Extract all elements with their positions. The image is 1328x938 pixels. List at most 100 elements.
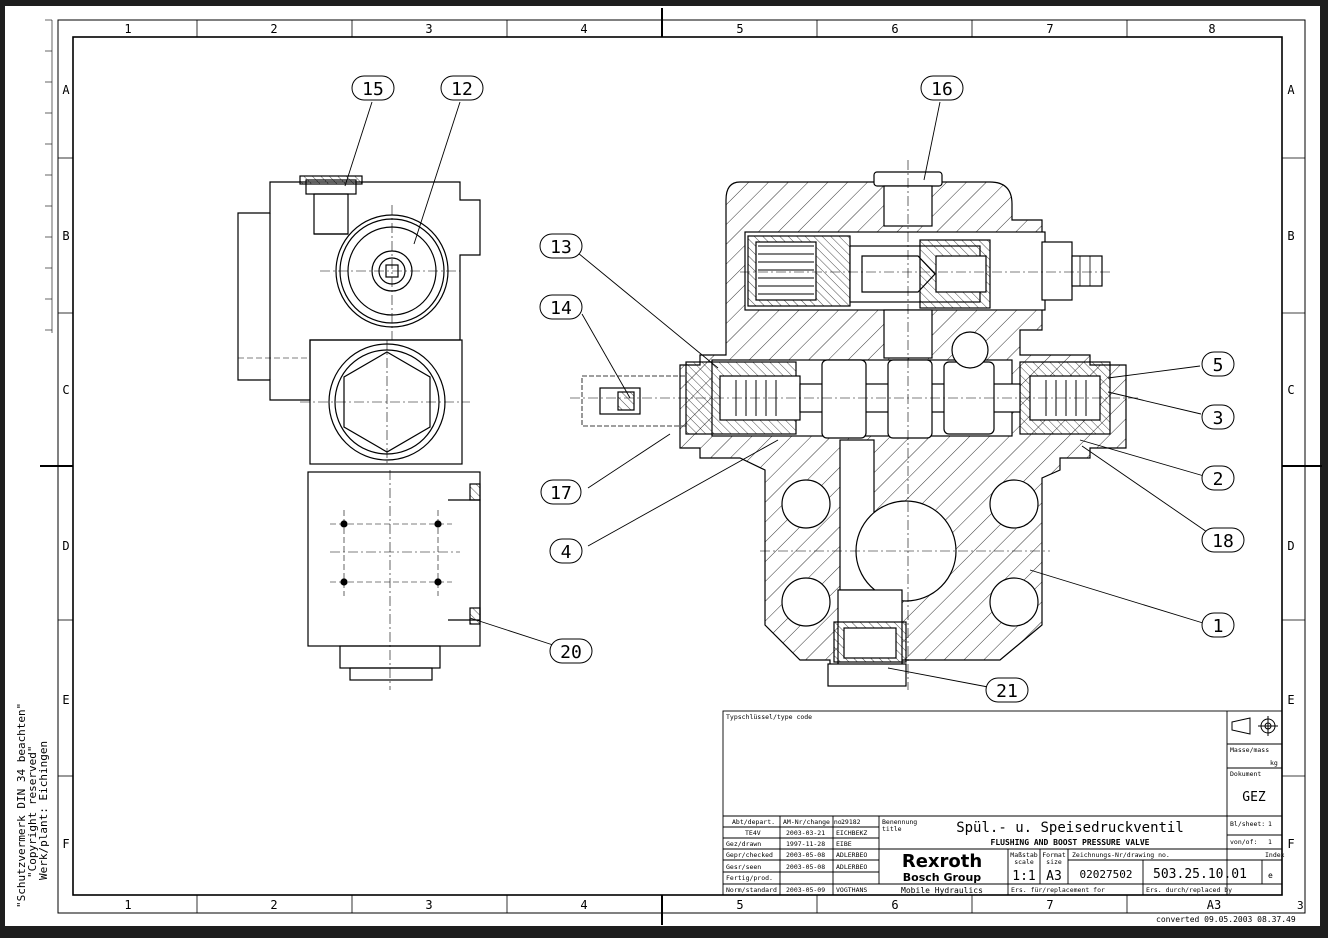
svg-text:20: 20 <box>560 642 582 663</box>
col-label: 6 <box>891 898 898 912</box>
balloon-12: 12 <box>440 75 484 101</box>
svg-text:GEZ: GEZ <box>1242 790 1266 805</box>
svg-text:Gesr/seen: Gesr/seen <box>726 863 761 871</box>
balloon-20: 20 <box>549 638 593 664</box>
svg-text:16: 16 <box>931 79 953 100</box>
svg-text:1: 1 <box>1213 616 1224 637</box>
row-label: C <box>62 383 69 397</box>
svg-text:von/of:: von/of: <box>1230 838 1257 846</box>
col-label: 8 <box>1208 22 1215 36</box>
svg-text:ADLERBEO: ADLERBEO <box>836 863 867 871</box>
col-label: 1 <box>124 898 131 912</box>
col-label: 2 <box>270 22 277 36</box>
svg-text:1:1: 1:1 <box>1012 869 1035 884</box>
svg-text:Index: Index <box>1265 851 1285 859</box>
row-label: A <box>1287 83 1295 97</box>
col-label: 5 <box>736 22 743 36</box>
svg-text:2: 2 <box>1213 469 1224 490</box>
drawing-title-de: Spül.- u. Speisedruckventil <box>956 820 1184 836</box>
svg-text:1997-11-28: 1997-11-28 <box>786 840 825 848</box>
svg-text:3: 3 <box>1213 408 1224 429</box>
leader-lines <box>344 101 1208 688</box>
row-label: E <box>62 693 69 707</box>
row-label: D <box>62 539 69 553</box>
row-label: C <box>1287 383 1294 397</box>
col-label: 7 <box>1046 22 1053 36</box>
svg-text:ADLERBEO: ADLERBEO <box>836 851 867 859</box>
bosch-group-logo: Bosch Group <box>903 871 982 884</box>
svg-text:Ers. durch/replaced by: Ers. durch/replaced by <box>1146 886 1232 894</box>
row-label: B <box>62 229 69 243</box>
row-label: D <box>1287 539 1294 553</box>
col-label: 3 <box>425 22 432 36</box>
balloon-2: 2 <box>1201 465 1235 491</box>
rexroth-logo: Rexroth <box>902 851 982 872</box>
col-label: 3 <box>425 898 432 912</box>
balloon-17: 17 <box>540 479 582 505</box>
svg-text:29182: 29182 <box>841 818 861 826</box>
svg-text:15: 15 <box>362 79 384 100</box>
svg-text:Zeichnungs-Nr/drawing no.: Zeichnungs-Nr/drawing no. <box>1072 851 1170 859</box>
svg-text:Mobile Hydraulics: Mobile Hydraulics <box>901 886 983 895</box>
svg-text:EICHBEKZ: EICHBEKZ <box>836 829 867 837</box>
svg-text:17: 17 <box>550 483 572 504</box>
svg-text:2003-05-08: 2003-05-08 <box>786 851 825 859</box>
svg-text:Abt/depart.: Abt/depart. <box>732 818 775 826</box>
svg-text:kg: kg <box>1270 759 1278 767</box>
col-label: 4 <box>580 22 587 36</box>
svg-text:Gepr/checked: Gepr/checked <box>726 851 773 859</box>
svg-text:18: 18 <box>1212 531 1234 552</box>
svg-text:1: 1 <box>1268 838 1272 846</box>
scale-ruler <box>45 19 53 333</box>
balloon-1: 1 <box>1201 612 1235 638</box>
col-label: 2 <box>270 898 277 912</box>
col-label: 1 <box>124 22 131 36</box>
svg-text:4: 4 <box>561 542 572 563</box>
svg-text:Gez/drawn: Gez/drawn <box>726 840 761 848</box>
svg-text:14: 14 <box>550 298 572 319</box>
drawing-title-en: FLUSHING AND BOOST PRESSURE VALVE <box>991 838 1150 847</box>
row-label: F <box>62 837 69 851</box>
drawing-number: 02027502 <box>1080 868 1133 881</box>
svg-text:Dokument: Dokument <box>1230 770 1261 778</box>
svg-text:A3: A3 <box>1046 869 1062 884</box>
svg-text:2003-05-08: 2003-05-08 <box>786 863 825 871</box>
row-label: F <box>1287 837 1294 851</box>
balloon-21: 21 <box>985 677 1029 703</box>
svg-text:"Schutzvermerk DIN 34 beachten: "Schutzvermerk DIN 34 beachten" <box>15 703 28 908</box>
projection-icon <box>1231 716 1278 736</box>
svg-text:Maßstab: Maßstab <box>1010 851 1037 859</box>
svg-text:VOGTHANS: VOGTHANS <box>836 886 867 894</box>
balloon-15: 15 <box>351 75 395 101</box>
svg-text:3: 3 <box>1297 899 1304 912</box>
row-label: E <box>1287 693 1294 707</box>
col-label: 6 <box>891 22 898 36</box>
svg-text:scale: scale <box>1014 858 1034 866</box>
conversion-stamp: converted 09.05.2003 08.37.49 <box>1156 915 1296 924</box>
svg-text:Benennung: Benennung <box>882 818 917 826</box>
col-label: 4 <box>580 898 587 912</box>
balloon-5: 5 <box>1201 351 1235 377</box>
balloon-4: 4 <box>549 538 583 564</box>
svg-text:Bl/sheet:: Bl/sheet: <box>1230 820 1265 828</box>
svg-text:Format: Format <box>1042 851 1066 859</box>
row-label: A <box>62 83 70 97</box>
row-label: B <box>1287 229 1294 243</box>
svg-text:AM-Nr/change no.: AM-Nr/change no. <box>783 818 846 826</box>
svg-text:Typschlüssel/type code: Typschlüssel/type code <box>726 713 812 721</box>
svg-text:Ers. für/replacement for: Ers. für/replacement for <box>1011 886 1105 894</box>
svg-text:EIBE: EIBE <box>836 840 852 848</box>
svg-text:TE4V: TE4V <box>745 829 761 837</box>
svg-text:21: 21 <box>996 681 1018 702</box>
part-balloons: 15 12 16 13 14 5 3 2 18 17 4 1 20 21 <box>351 75 1245 703</box>
side-view <box>237 175 481 690</box>
col-label: 7 <box>1046 898 1053 912</box>
title-block: Typschlüssel/type code Masse/mass kg Dok… <box>722 710 1285 896</box>
section-view <box>570 160 1140 690</box>
svg-text:size: size <box>1046 858 1062 866</box>
svg-text:Werk/plant: Eichingen: Werk/plant: Eichingen <box>37 741 50 880</box>
svg-text:2003-03-21: 2003-03-21 <box>786 829 825 837</box>
svg-text:title: title <box>882 825 902 833</box>
balloon-13: 13 <box>539 233 583 259</box>
